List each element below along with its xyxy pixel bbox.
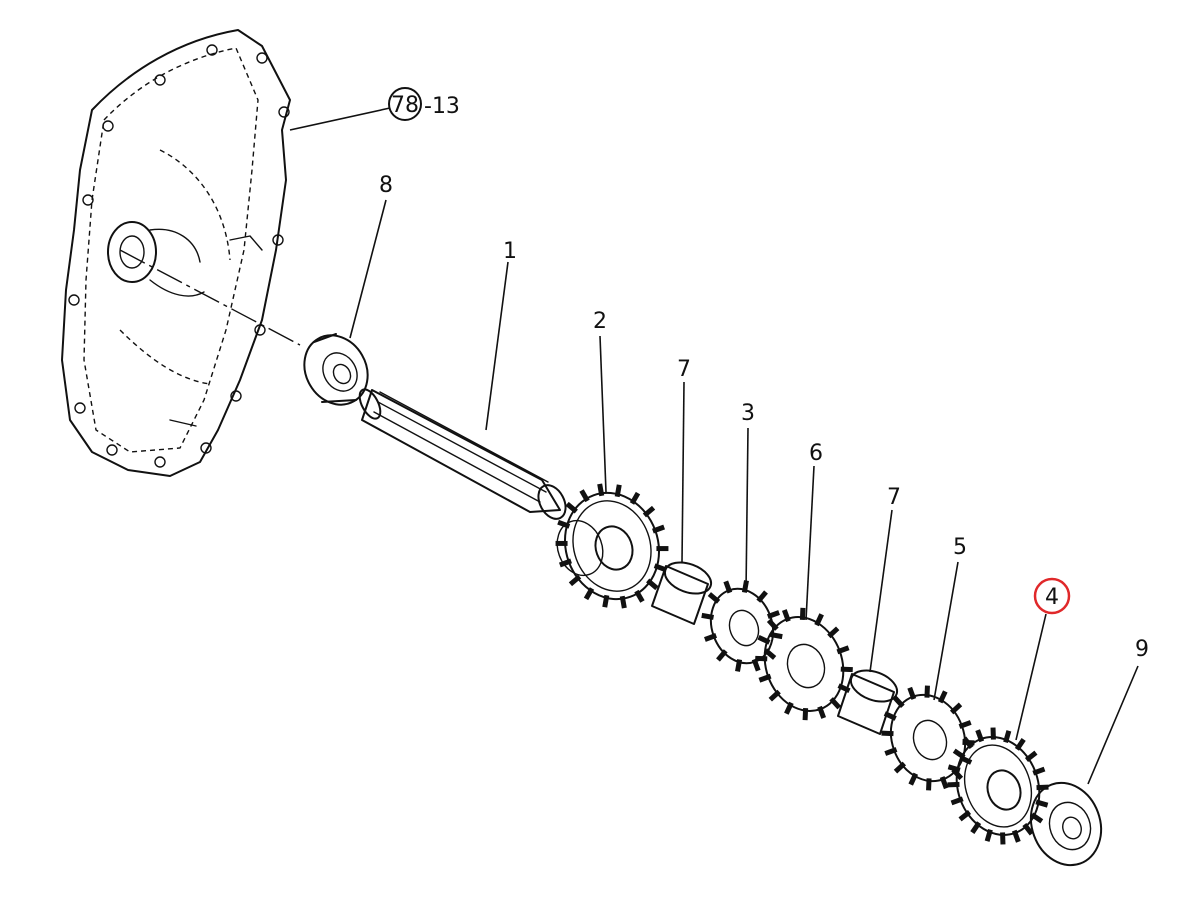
gear-tooth xyxy=(618,487,619,494)
gear-tooth xyxy=(767,652,772,656)
transmission-cover xyxy=(62,30,290,476)
gear-part-6 xyxy=(752,606,856,722)
label-part-1: 1 xyxy=(503,239,517,264)
gear-tooth xyxy=(911,690,913,697)
gear-tooth xyxy=(954,800,961,802)
gear-tooth xyxy=(638,593,642,599)
gear-tooth xyxy=(1034,816,1040,820)
gear-tooth xyxy=(896,699,901,704)
gear-tooth xyxy=(1028,754,1034,758)
gear-tooth xyxy=(1038,803,1045,805)
leader-lines xyxy=(290,108,1138,784)
gear-part-2 xyxy=(550,480,674,613)
gear-tooth xyxy=(962,814,968,818)
label-part-5: 5 xyxy=(953,535,967,560)
gear-tooth xyxy=(831,630,836,635)
gear-tooth xyxy=(1036,770,1043,772)
gear-tooth xyxy=(704,616,711,617)
gear-tooth xyxy=(1015,833,1017,840)
gear-tooth xyxy=(562,562,569,564)
label-part-8: 8 xyxy=(379,173,393,198)
gear-tooth xyxy=(623,599,624,606)
gear-tooth xyxy=(657,567,664,569)
gear-tooth xyxy=(833,701,838,706)
label-part-4: 4 xyxy=(1045,585,1059,610)
cover-bolt-holes xyxy=(69,45,289,467)
gear-tooth xyxy=(956,752,962,756)
gear-tooth xyxy=(1018,742,1022,748)
gear-tooth xyxy=(646,509,651,513)
label-part-7-lower: 7 xyxy=(887,485,901,510)
label-part-6: 6 xyxy=(809,441,823,466)
gear-tooth xyxy=(707,636,714,638)
gear-tooth xyxy=(840,649,847,651)
label-part-7-upper: 7 xyxy=(677,357,691,382)
gear-tooth xyxy=(974,825,978,831)
gear-tooth xyxy=(600,486,601,493)
reference-suffix: -13 xyxy=(424,94,460,119)
gear-tooth xyxy=(569,505,574,509)
gear-tooth xyxy=(912,776,915,782)
gear-tooth xyxy=(720,653,724,658)
bearing-part-8 xyxy=(292,324,380,416)
gear-tooth xyxy=(762,677,769,679)
gear-part-4 xyxy=(943,725,1052,846)
gear-tooth xyxy=(738,662,739,669)
gear-tooth xyxy=(787,705,790,711)
gear-tooth xyxy=(755,662,757,669)
gear-part-5 xyxy=(879,684,977,791)
gear-tooth xyxy=(1006,733,1008,740)
reference-callout: 78 -13 xyxy=(389,88,460,120)
part-labels: 8 1 2 7 3 6 7 5 4 9 xyxy=(379,173,1149,662)
bearing-part-9 xyxy=(1020,773,1113,875)
gear-tooth xyxy=(785,612,787,619)
gear-tooth xyxy=(988,832,990,839)
gear-tooth xyxy=(951,768,958,770)
gear-tooth xyxy=(941,694,944,700)
gear-tooth xyxy=(953,706,958,711)
gear-tooth xyxy=(962,723,969,725)
reference-circled-number: 78 xyxy=(391,93,419,118)
gear-tooth xyxy=(727,584,729,591)
gear-tooth xyxy=(572,578,577,582)
gear-tooth xyxy=(650,582,655,586)
gear-tooth xyxy=(943,779,945,786)
gear-tooth xyxy=(1026,826,1030,832)
gear-tooth xyxy=(772,693,777,698)
gear-tooth xyxy=(760,594,764,599)
gear-tooth xyxy=(605,598,606,605)
gear-tooth xyxy=(818,617,821,623)
gear-tooth xyxy=(761,638,767,641)
gear-tooth xyxy=(587,591,591,597)
gear-tooth xyxy=(711,596,716,600)
gear-tooth xyxy=(655,528,662,530)
shaft-part-1 xyxy=(355,386,571,523)
gear-tooth xyxy=(583,493,587,499)
gear-tooth xyxy=(888,750,895,752)
gear-tooth xyxy=(770,613,777,615)
label-part-9: 9 xyxy=(1135,637,1149,662)
gear-tooth xyxy=(633,495,637,501)
gear-tooth xyxy=(966,740,970,746)
gear-tooth xyxy=(770,622,775,627)
gear-tooth xyxy=(560,523,567,525)
label-part-2: 2 xyxy=(593,309,607,334)
gear-tooth xyxy=(820,709,822,716)
gear-tooth xyxy=(773,635,780,636)
label-part-3: 3 xyxy=(741,401,755,426)
gear-tooth xyxy=(897,765,902,770)
gear-tooth xyxy=(979,732,981,739)
gear-tooth xyxy=(887,715,893,718)
